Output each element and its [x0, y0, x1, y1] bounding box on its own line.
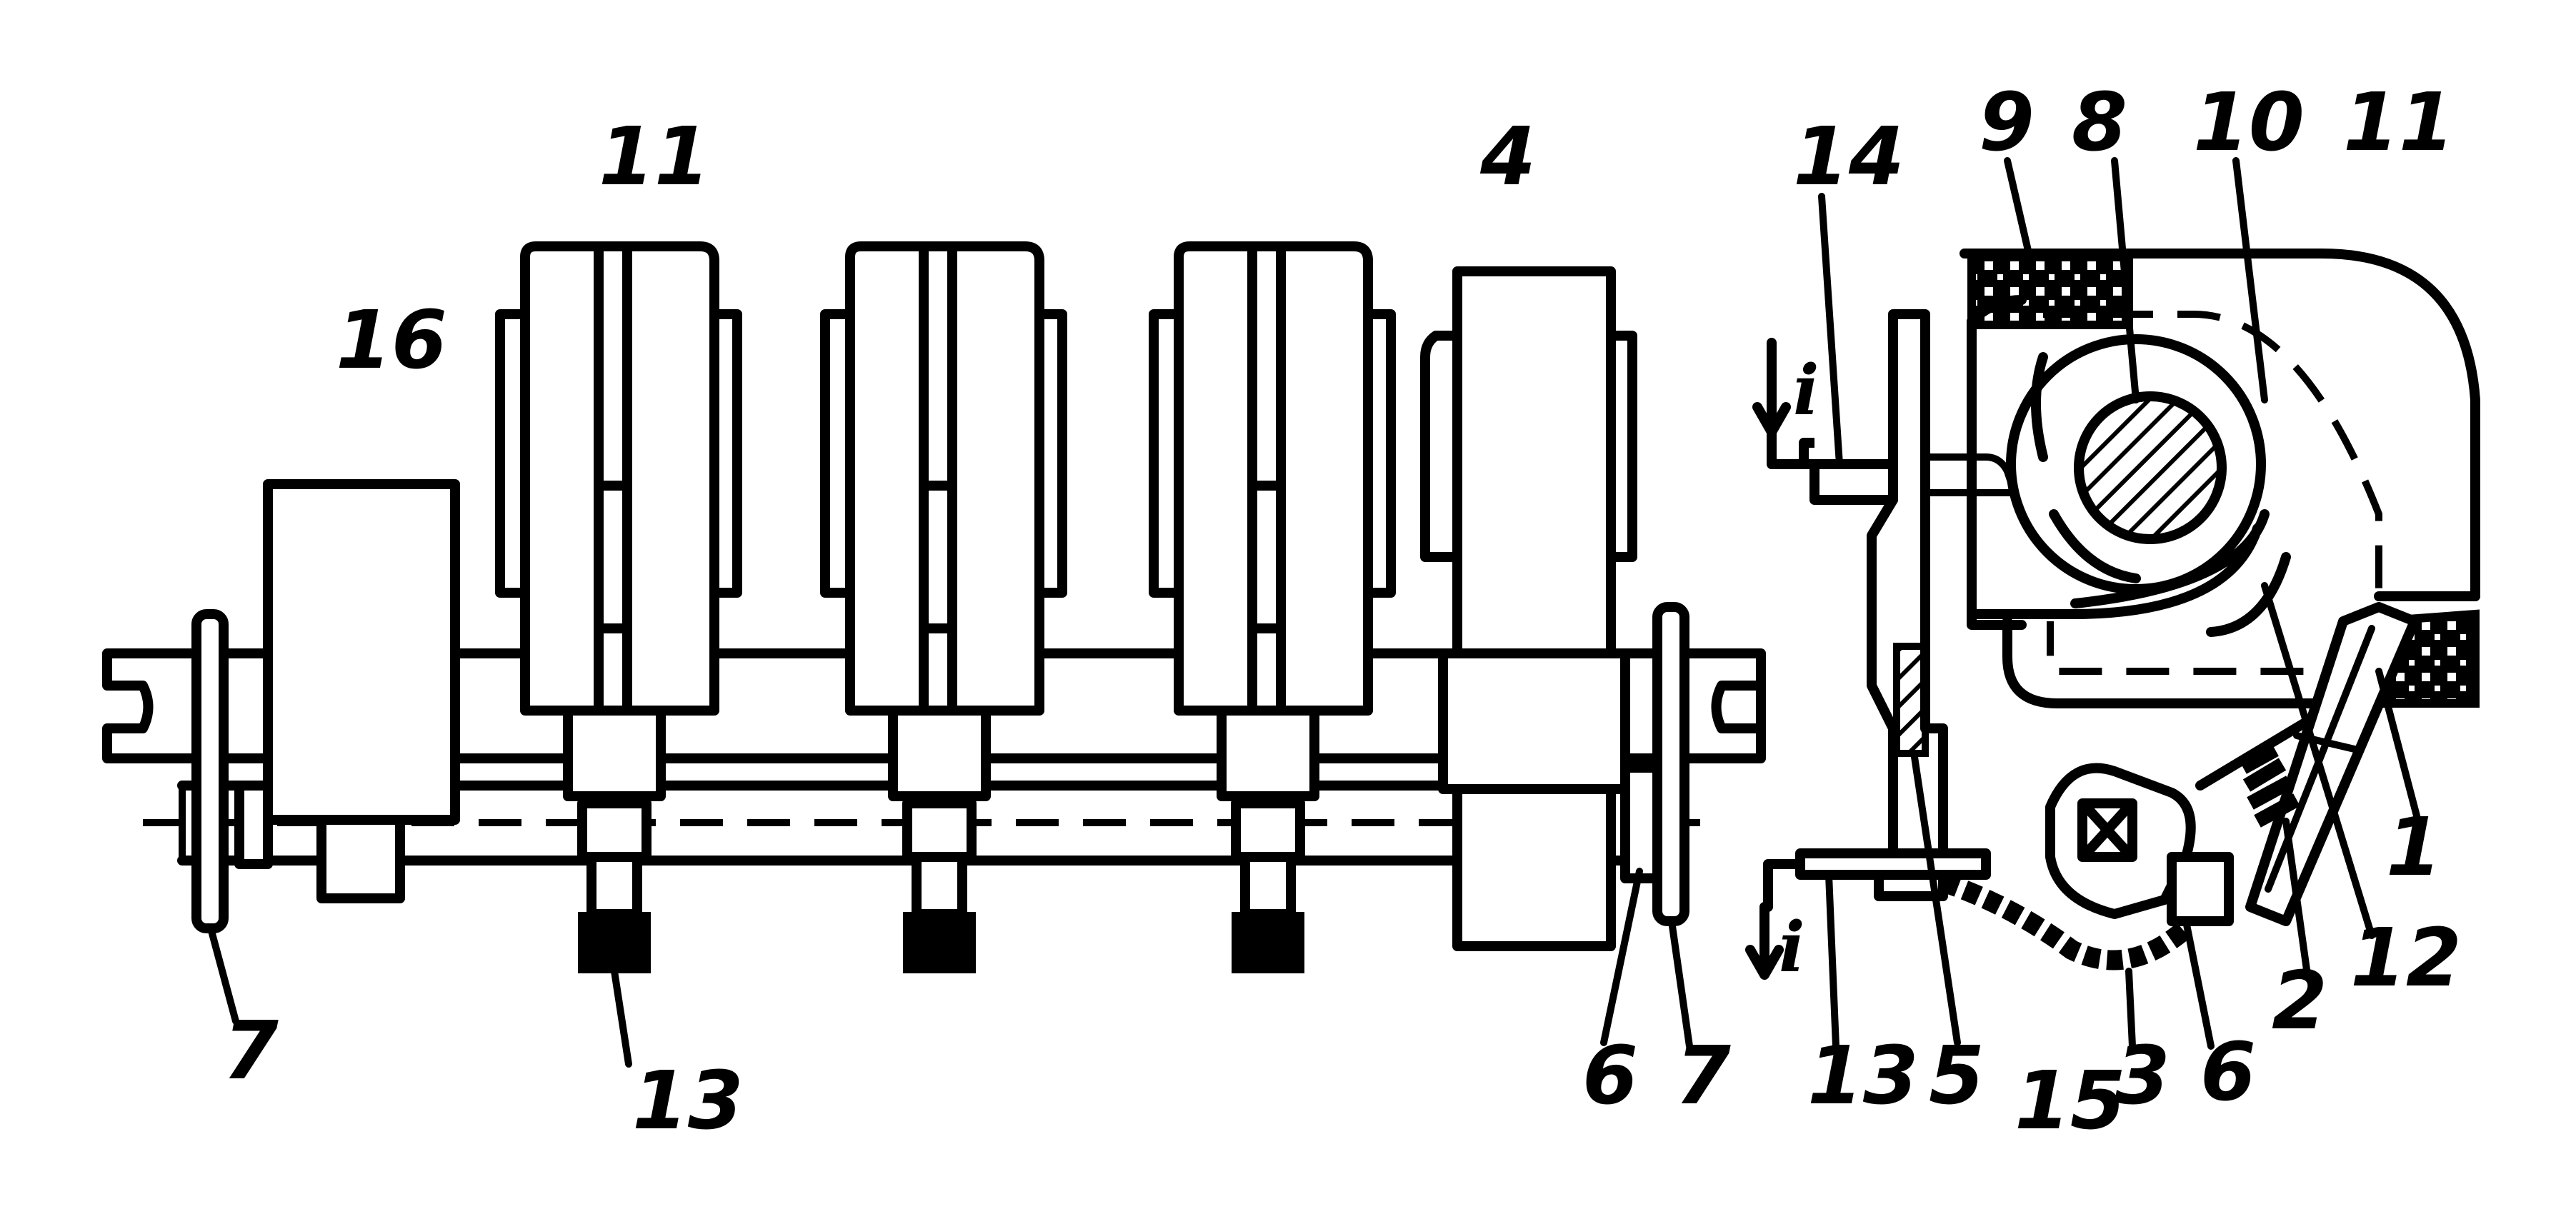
cam-contour — [2043, 311, 2382, 675]
current-label-bottom: i — [1779, 907, 1804, 988]
callout-labels: 16 11 4 14 9 8 10 11 7 13 6 7 13 5 15 3 … — [223, 76, 2462, 1148]
label-4: 4 — [1479, 111, 1536, 204]
rail-right-slot — [1711, 681, 1766, 733]
label-3: 3 — [2115, 1030, 2170, 1123]
unit-4 — [1420, 266, 1637, 951]
label-13-right: 13 — [1807, 1030, 1919, 1123]
spring — [2240, 743, 2300, 828]
label-14: 14 — [1793, 111, 1904, 204]
arc-chute-housing — [1960, 249, 2480, 601]
leader-lines — [207, 157, 2422, 1068]
contact-unit-1 — [495, 241, 742, 973]
flexible-shunt — [1940, 872, 2193, 970]
contact-unit-2 — [820, 241, 1067, 973]
arc-contact — [1967, 509, 2270, 619]
label-7-right: 7 — [1675, 1030, 1731, 1123]
label-16: 16 — [336, 294, 447, 387]
label-2: 2 — [2272, 955, 2327, 1048]
terminal-bar — [1867, 309, 1948, 858]
current-arrow-bottom — [1745, 902, 1784, 980]
shaft-core — [2074, 391, 2227, 544]
label-10: 10 — [2193, 76, 2305, 169]
label-9: 9 — [1979, 76, 2035, 169]
end-disc-left — [191, 609, 229, 933]
label-6-left: 6 — [1582, 1030, 1638, 1123]
top-lead — [1799, 438, 1898, 505]
block-16-foot — [316, 815, 405, 903]
front-view-assembly — [102, 241, 1766, 973]
label-7-left: 7 — [223, 1005, 279, 1098]
bearing-6 — [1620, 763, 1662, 883]
contact-unit-3 — [1149, 241, 1396, 973]
shaft-outer-ring — [2006, 334, 2266, 594]
label-8: 8 — [2072, 76, 2127, 169]
side-section-view — [1745, 249, 2480, 980]
label-11-left: 11 — [599, 111, 710, 204]
current-arrow-top — [1752, 338, 1791, 437]
current-label-top: i — [1793, 350, 1819, 431]
block-16 — [263, 479, 460, 825]
label-11-right: 11 — [2343, 76, 2455, 169]
label-13-left: 13 — [632, 1055, 744, 1148]
mounting-rail — [102, 648, 1766, 763]
terminal-insert — [1893, 643, 1929, 757]
label-15: 15 — [2015, 1055, 2126, 1148]
